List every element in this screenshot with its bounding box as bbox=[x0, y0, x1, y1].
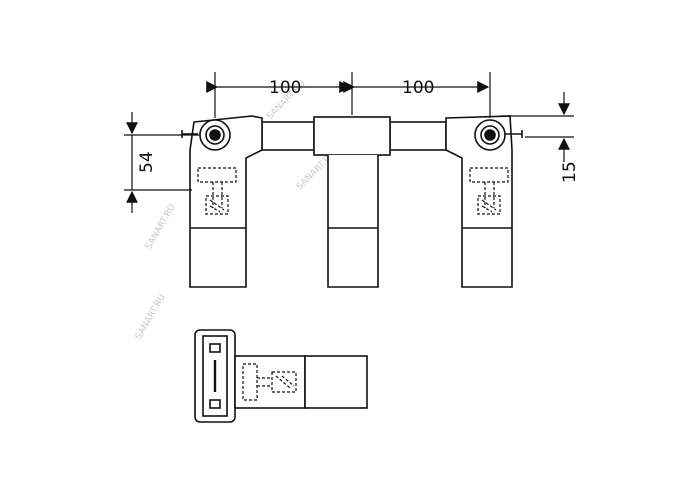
right-cartridge-hidden bbox=[469, 167, 509, 215]
watermark-text-4: SANART.RU bbox=[134, 293, 168, 342]
dimension-left-height bbox=[124, 112, 200, 213]
dimension-left-spacing: 100 bbox=[269, 78, 301, 98]
dimension-right-spacing: 100 bbox=[402, 78, 434, 98]
mounting-plate bbox=[194, 329, 236, 423]
cross-pipe bbox=[261, 121, 447, 151]
side-view bbox=[194, 329, 368, 423]
right-valve bbox=[445, 115, 523, 288]
top-view bbox=[181, 115, 523, 288]
side-cartridge-hidden bbox=[242, 363, 297, 401]
watermark-text-3: SANART.RU bbox=[144, 203, 178, 252]
side-valve-body bbox=[234, 355, 368, 409]
dimension-horizontal bbox=[206, 72, 491, 118]
left-cartridge-hidden bbox=[197, 167, 237, 215]
dimension-left-height-label: 54 bbox=[137, 151, 157, 173]
left-valve bbox=[181, 115, 263, 288]
dimension-right-height-label: 15 bbox=[560, 161, 580, 183]
right-connection-port bbox=[484, 129, 496, 141]
dimension-right-height bbox=[500, 92, 574, 162]
left-connection-port bbox=[209, 129, 221, 141]
center-tee bbox=[313, 116, 391, 288]
